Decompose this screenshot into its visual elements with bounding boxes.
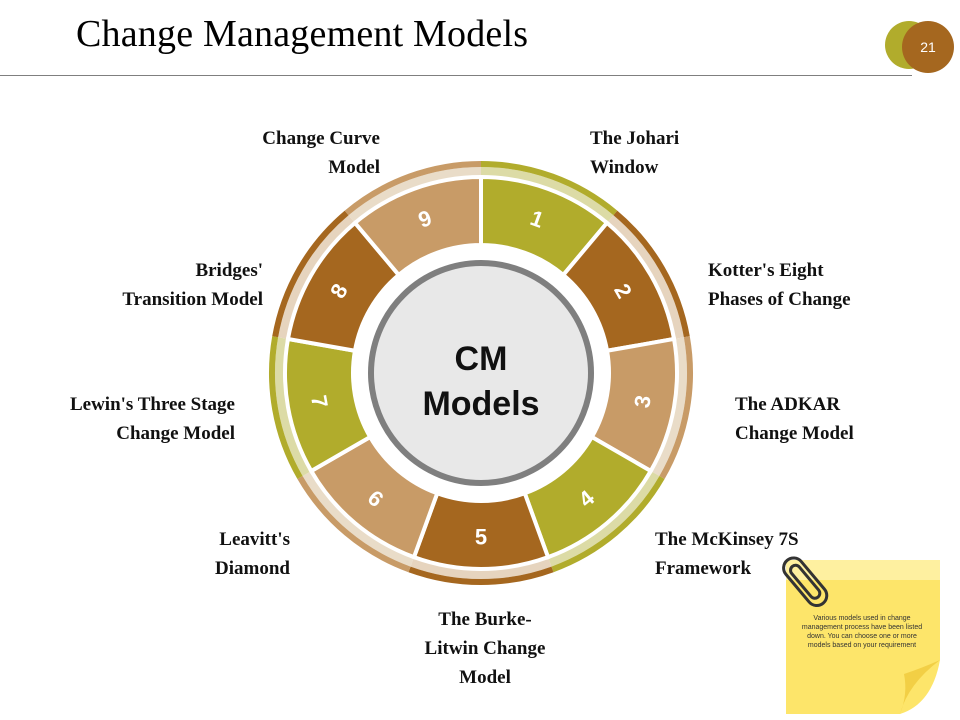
segment-outer-arc-9	[344, 161, 481, 216]
segment-outer-arc-3	[659, 336, 693, 479]
center-circle	[368, 260, 594, 486]
segment-outer-band-6	[302, 471, 414, 567]
paperclip-icon	[782, 556, 829, 608]
segment-outer-arc-6	[297, 476, 411, 573]
label-bridges-transition: Bridges'Transition Model	[122, 260, 263, 310]
segment-outer-arc-4	[551, 476, 665, 573]
title-divider	[0, 75, 912, 76]
center-title-line1: CM	[455, 340, 508, 378]
sticky-note-text: Various models used in change management…	[801, 615, 923, 649]
segment-number-3: 3	[629, 393, 656, 409]
segment-outer-arc-8	[272, 210, 349, 338]
segment-outer-arc-7	[269, 336, 303, 479]
segment-outer-arc-5	[408, 566, 554, 585]
segment-outer-arc-2	[613, 210, 690, 338]
segment-number-7: 7	[306, 393, 333, 409]
slide-title: Change Management Models	[76, 13, 529, 55]
segment-outer-arc-1	[481, 161, 618, 216]
segment-number-5: 5	[475, 525, 487, 550]
center-title-line2: Models	[422, 385, 539, 423]
segment-outer-band-5	[410, 557, 552, 579]
page-number-badge: 21	[902, 21, 954, 73]
segment-outer-band-4	[548, 471, 660, 567]
sticky-note	[782, 556, 940, 714]
